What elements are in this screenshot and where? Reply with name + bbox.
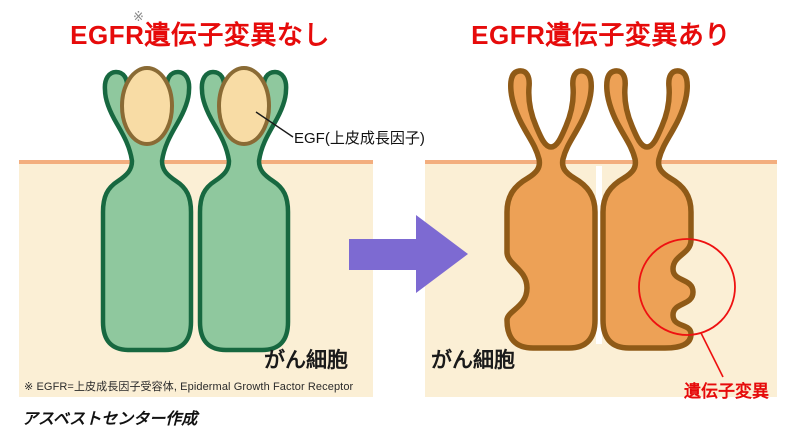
footnote-mark: ※ (133, 9, 144, 24)
receptor-gap-highlight (596, 166, 602, 344)
egf-ligand-1 (120, 66, 174, 146)
cell-label-left: がん細胞 (264, 349, 348, 372)
egf-ligand-2 (217, 66, 271, 146)
mutation-leader-line (700, 332, 724, 378)
cell-label-right: がん細胞 (431, 349, 515, 372)
credit-line: アスベストセンター作成 (22, 411, 198, 428)
egfr-receptor-normal-2 (197, 69, 291, 353)
egfr-receptor-mutated-2 (600, 68, 696, 351)
ligand-label: EGF(上皮成長因子) (294, 130, 425, 147)
mutation-label: 遺伝子変異 (684, 382, 769, 401)
cell-panel-left (19, 160, 373, 397)
footnote: ※ EGFR=上皮成長因子受容体, Epidermal Growth Facto… (24, 381, 354, 393)
mutation-highlight-circle (638, 238, 736, 336)
right-panel-title: EGFR遺伝子変異あり (471, 20, 731, 50)
left-panel-title: EGFR遺伝子変異なし (70, 20, 330, 50)
ligand-leader-line (255, 111, 294, 138)
egfr-receptor-normal-1 (100, 69, 194, 353)
transition-arrow-icon (349, 215, 468, 293)
egfr-receptor-mutated-1 (504, 68, 598, 351)
